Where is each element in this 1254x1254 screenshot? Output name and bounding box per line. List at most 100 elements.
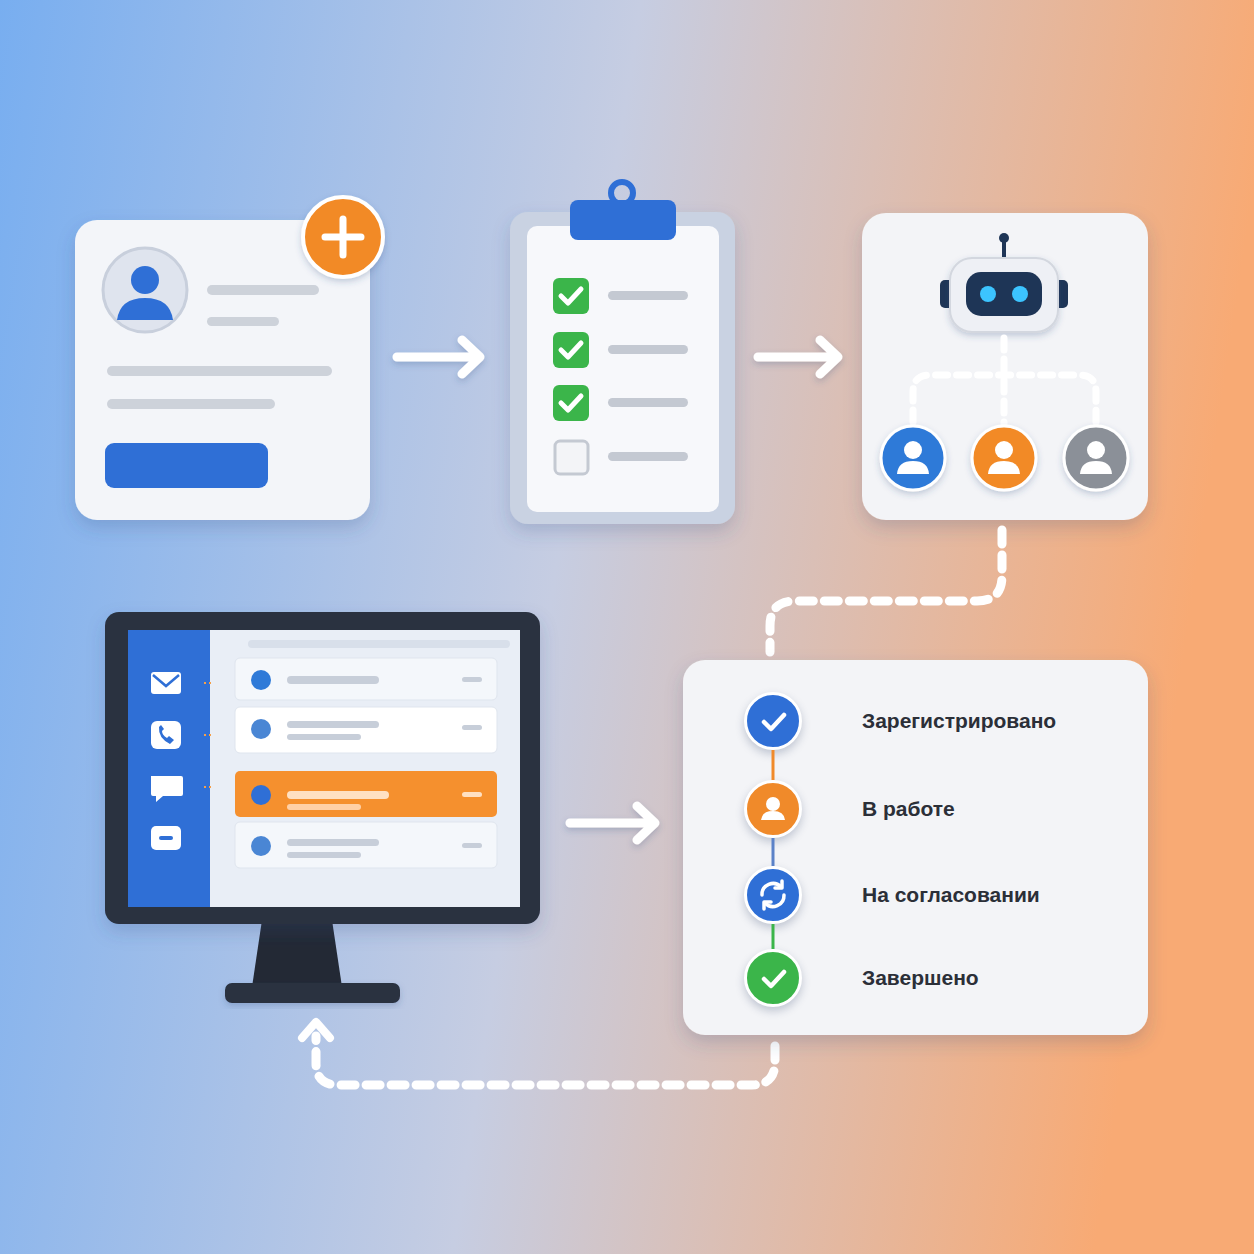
flow-arrow [397, 340, 480, 374]
dashed-return-line [316, 1036, 775, 1085]
status-icon [747, 783, 799, 835]
assignee-avatar [881, 426, 945, 490]
monitor [105, 612, 540, 1003]
channel-icons [151, 672, 183, 850]
person-head [904, 441, 922, 459]
text-line [287, 804, 361, 810]
screen-sidebar [128, 630, 210, 907]
text-line [287, 852, 361, 858]
card-body [862, 213, 1148, 520]
avatar-head [131, 266, 159, 294]
status-label: Завершено [862, 965, 979, 991]
status-icon [747, 952, 799, 1004]
refresh-head [764, 902, 771, 909]
ticket-row [235, 707, 497, 753]
robot-antenna-ball [999, 233, 1009, 243]
routing-tree [913, 338, 1096, 424]
text-line [462, 843, 482, 848]
assignee-avatar [972, 426, 1036, 490]
text-line [207, 285, 319, 295]
text-line [287, 839, 379, 846]
text-line [462, 792, 482, 797]
assignee-circle [972, 426, 1036, 490]
assignee-circle [1064, 426, 1128, 490]
message-glyph [159, 836, 173, 840]
mail-icon [151, 672, 181, 694]
chat-icon [151, 776, 183, 802]
submit-button [105, 443, 268, 488]
form-card [75, 197, 383, 520]
text-line [107, 399, 275, 409]
text-line [287, 676, 379, 684]
mail-flap [153, 675, 179, 686]
checkbox-checked [553, 385, 589, 421]
status-connector [772, 838, 775, 866]
text-line [287, 734, 361, 740]
assignee-circle [881, 426, 945, 490]
refresh-head [775, 881, 782, 888]
check-marks [561, 289, 581, 410]
status-circle: Завершено [744, 949, 802, 1007]
screen-header [248, 640, 510, 648]
person-body [897, 461, 929, 474]
ticket-row [235, 822, 497, 868]
message-icon [151, 826, 181, 850]
avatar-circle [103, 248, 187, 332]
robot-head [950, 258, 1058, 332]
check-mark [561, 343, 581, 357]
robot-eye [1012, 286, 1028, 302]
check-icon [764, 715, 784, 729]
text-line [287, 791, 389, 799]
person-body [1080, 461, 1112, 474]
status-circle: Зарегистрировано [744, 692, 802, 750]
check-icon [764, 972, 784, 986]
ticket-dot [251, 785, 271, 805]
phone-icon [151, 721, 181, 749]
monitor-screen [128, 630, 520, 907]
text-line [207, 317, 279, 326]
check-mark [561, 396, 581, 410]
text-line [608, 398, 688, 407]
person-head [766, 797, 780, 811]
ticket-dot [251, 670, 271, 690]
status-connector [772, 750, 775, 780]
phone-glyph [159, 725, 174, 744]
robot-face [966, 272, 1042, 316]
check-mark [561, 289, 581, 303]
status-icon [747, 869, 799, 921]
robot-card [862, 213, 1148, 520]
status-circle: На согласовании [744, 866, 802, 924]
status-circle: В работе [744, 780, 802, 838]
checklist-clipboard [510, 182, 735, 524]
person-head [1087, 441, 1105, 459]
text-line [608, 291, 688, 300]
clipboard-paper [527, 226, 719, 512]
ticket-lines [287, 676, 482, 858]
flow-arrow [758, 340, 838, 374]
checkbox-checked [553, 332, 589, 368]
avatar-body [117, 298, 173, 320]
clipboard-clip [570, 200, 676, 240]
text-line [462, 677, 482, 682]
plus-badge [303, 197, 383, 277]
text-line [107, 366, 332, 376]
ticket-row-selected [235, 771, 497, 817]
channel-links [204, 683, 214, 787]
status-card [683, 660, 1148, 1035]
text-line [287, 721, 379, 728]
monitor-frame [105, 612, 540, 924]
status-label: Зарегистрировано [862, 708, 1056, 734]
ticket-row [235, 658, 497, 700]
status-label: На согласовании [862, 882, 1040, 908]
person-body [988, 461, 1020, 474]
flow-arrow [570, 806, 655, 840]
return-arrowhead [302, 1022, 330, 1038]
text-line [608, 345, 688, 354]
assignee-avatar [1064, 426, 1128, 490]
status-icon [747, 695, 799, 747]
status-label: В работе [862, 796, 955, 822]
person-head [995, 441, 1013, 459]
